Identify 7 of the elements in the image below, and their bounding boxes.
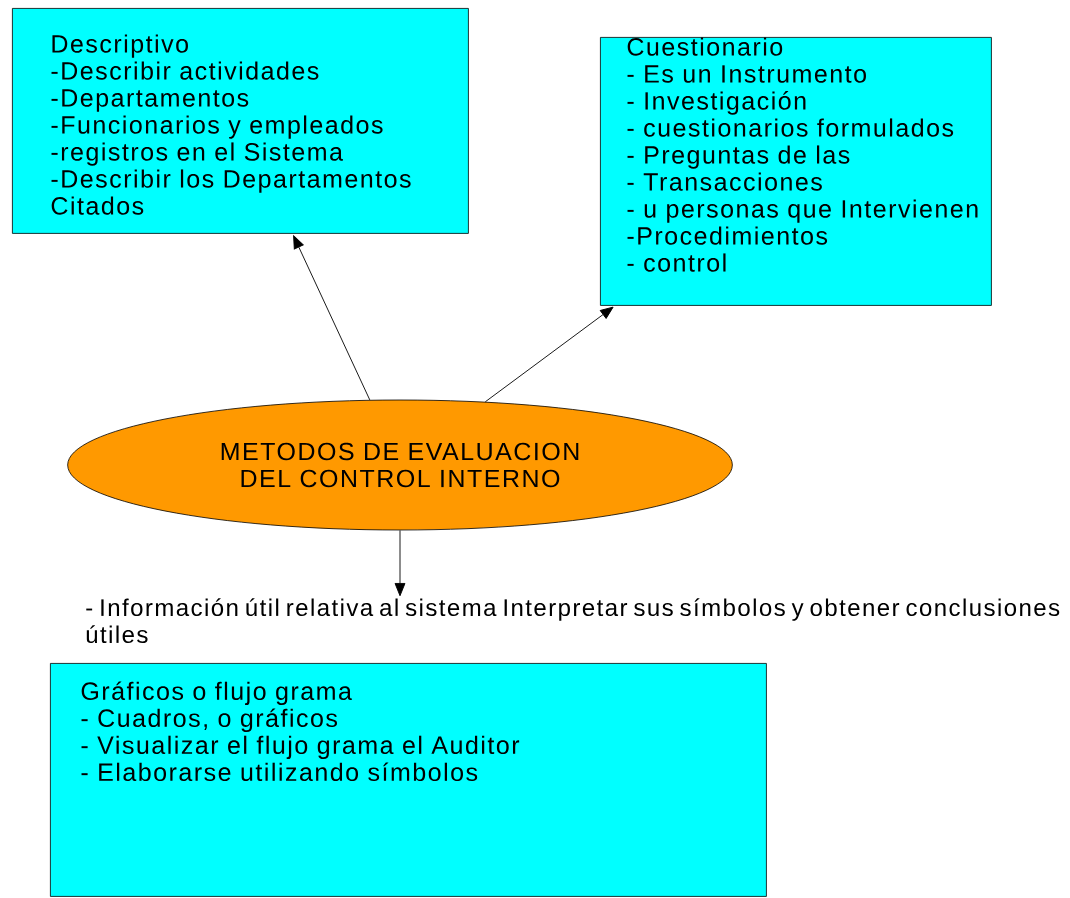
arrow bbox=[394, 529, 406, 597]
text-box: Gráficos o flujo grama - Cuadros, o gráficos - Visualizar el flujo grama el Auditor - Elaborarse utilizando símbolos bbox=[50, 663, 767, 897]
text-box: Descriptivo -Describir actividades -Departamentos -Funcionarios y empleados -registros en el Sistema -Describir los Departamentos Citados bbox=[12, 8, 469, 234]
arrow bbox=[484, 306, 614, 403]
text-box: Cuestionario - Es un Instrumento - Investigación - cuestionarios formulados - Preguntas de las - Transacciones - u personas que Intervienen -Procedimientos - control bbox=[600, 37, 992, 306]
note-text: - Información útil relativa al sistema Interpretar sus símbolos y obtener conclusiones útiles bbox=[86, 598, 1060, 644]
arrow bbox=[293, 235, 371, 401]
